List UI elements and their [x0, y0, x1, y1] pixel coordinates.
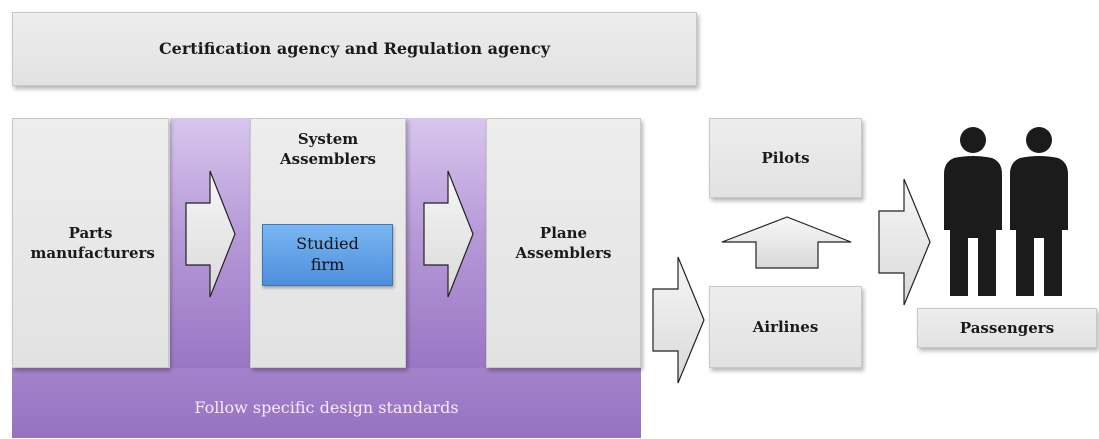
agency-box: Certification agency and Regulation agen…: [12, 12, 697, 86]
pilots-box: Pilots: [709, 118, 862, 198]
arrow-to-passengers: [878, 178, 931, 306]
person-silhouette-icon-2: [1010, 127, 1068, 296]
passengers-label: Passengers: [959, 318, 1055, 337]
parts-manufacturers-label: Parts manufacturers: [30, 223, 155, 262]
design-standards-label: Follow specific design standards: [194, 398, 459, 417]
plane-assemblers-box: Plane Assemblers: [486, 118, 641, 368]
design-standards-footer: [12, 368, 641, 438]
airlines-label: Airlines: [752, 317, 819, 336]
passengers-box: Passengers: [917, 308, 1097, 348]
arrow-plane-to-airlines: [652, 256, 705, 384]
agency-label: Certification agency and Regulation agen…: [158, 39, 551, 59]
arrow-airlines-to-pilots: [721, 216, 852, 269]
plane-assemblers-label: Plane Assemblers: [515, 223, 612, 262]
studied-firm-box: Studied firm: [262, 224, 393, 286]
arrow-parts-to-system: [185, 170, 236, 298]
parts-manufacturers-box: Parts manufacturers: [12, 118, 169, 368]
system-assemblers-label: System Assemblers: [279, 130, 377, 169]
arrow-system-to-plane: [423, 170, 474, 298]
person-silhouette-icon: [944, 127, 1002, 296]
pilots-label: Pilots: [761, 148, 810, 167]
studied-firm-label: Studied firm: [296, 234, 359, 274]
airlines-box: Airlines: [709, 286, 862, 368]
